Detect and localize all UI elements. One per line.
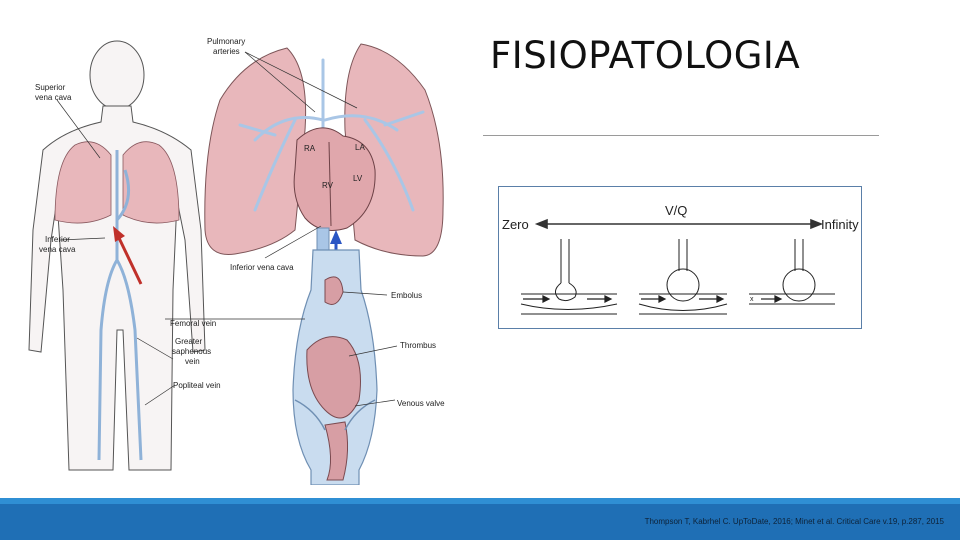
vq-zero-label: Zero xyxy=(502,217,529,232)
label-la: LA xyxy=(355,143,365,152)
label-greater-saphenous-2: saphenous xyxy=(172,347,211,356)
label-thrombus: Thrombus xyxy=(400,341,436,350)
red-flow-arrow xyxy=(113,226,143,285)
footer-accent xyxy=(0,498,960,504)
label-superior-vena-cava-2: vena cava xyxy=(35,93,72,102)
label-greater-saphenous-3: vein xyxy=(185,357,200,366)
vq-range-arrow xyxy=(534,218,824,230)
label-inferior-vena-cava: Inferior vena cava xyxy=(230,263,294,272)
label-pulmonary-arteries-1: Pulmonary xyxy=(207,37,245,46)
dvt-pe-anatomy-illustration: RA LA RV LV xyxy=(28,37,445,485)
label-venous-valve: Venous valve xyxy=(397,399,445,408)
alveolus-low-vq xyxy=(520,239,618,315)
label-femoral-vein: Femoral vein xyxy=(170,319,216,328)
clot-tail xyxy=(324,421,349,481)
vq-title: V/Q xyxy=(665,203,687,218)
label-embolus: Embolus xyxy=(391,291,422,300)
vq-occlusion-mark: x xyxy=(750,296,754,303)
citation-text: Thompson T, Kabrhel C. UpToDate, 2016; M… xyxy=(644,517,944,526)
embolus-shape xyxy=(324,276,344,305)
label-inferior-vena-cava-left-2: vena cava xyxy=(39,245,76,254)
ivc-segment xyxy=(316,227,330,251)
footer-bar: Thompson T, Kabrhel C. UpToDate, 2016; M… xyxy=(0,498,960,540)
body-veins xyxy=(97,150,143,461)
label-rv: RV xyxy=(322,181,334,190)
vq-ratio-diagram: V/Q Zero Infinity xyxy=(498,186,862,329)
title-divider xyxy=(483,135,879,136)
heart xyxy=(293,127,376,231)
label-superior-vena-cava-1: Superior xyxy=(35,83,66,92)
label-lv: LV xyxy=(353,174,363,183)
label-inferior-vena-cava-left-1: Inferior xyxy=(45,235,70,244)
alveolus-high-vq xyxy=(749,239,835,305)
thrombus-shape xyxy=(306,336,361,419)
page-title: FISIOPATOLOGIA xyxy=(490,34,801,77)
label-ra: RA xyxy=(304,144,316,153)
alveolus-normal-vq xyxy=(638,239,728,315)
footer-strip xyxy=(0,504,960,540)
label-popliteal-vein: Popliteal vein xyxy=(173,381,221,390)
vq-infinity-label: Infinity xyxy=(821,217,859,232)
leader-lines xyxy=(56,51,398,407)
label-pulmonary-arteries-2: arteries xyxy=(213,47,240,56)
vein-cross-section xyxy=(292,249,378,485)
vq-flow-arrows xyxy=(523,295,783,303)
label-greater-saphenous-1: Greater xyxy=(175,337,202,346)
torso-lungs xyxy=(54,141,180,224)
